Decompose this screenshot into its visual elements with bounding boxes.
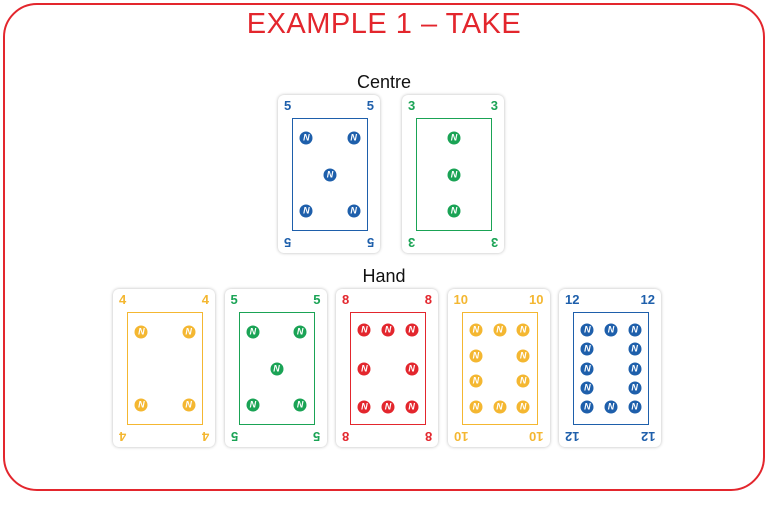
card-value-tr: 5 — [366, 98, 374, 113]
card-value-br: 8 — [424, 429, 432, 444]
card-value-tl: 4 — [119, 292, 127, 307]
card-value-tl: 5 — [284, 98, 292, 113]
pip-icon: N — [357, 400, 371, 414]
pip-icon: N — [516, 349, 530, 362]
card-value-tl: 12 — [565, 292, 580, 307]
pip-icon: N — [270, 362, 283, 375]
pip-icon: N — [628, 381, 642, 395]
centre-label: Centre — [356, 72, 412, 92]
card-value-tl: 3 — [408, 98, 416, 113]
hand-label: Hand — [362, 266, 406, 286]
pip-icon: N — [405, 362, 419, 375]
pip-icon: N — [516, 400, 530, 414]
pip-icon: N — [580, 342, 594, 356]
pip-icon: N — [604, 400, 618, 414]
pip-icon: N — [323, 168, 337, 181]
card-value-br: 10 — [529, 429, 544, 444]
card-value-tl: 5 — [230, 292, 238, 307]
pip-icon: N — [580, 381, 594, 395]
card-value-tr: 5 — [313, 292, 321, 307]
pip-icon: N — [293, 325, 307, 339]
example-frame — [3, 3, 765, 491]
card-value-bl: 5 — [284, 235, 292, 250]
card-value-tl: 10 — [453, 292, 468, 307]
card-inner-frame: N N N N N — [238, 312, 315, 425]
pip-icon: N — [357, 362, 371, 375]
pip-icon: N — [405, 400, 419, 414]
pip-icon: N — [347, 131, 361, 145]
card-inner-frame: N N N N N — [292, 118, 368, 231]
card-value-bl: 3 — [408, 235, 416, 250]
pip-icon: N — [447, 204, 461, 218]
card-value-tr: 12 — [640, 292, 655, 307]
card-value-br: 12 — [640, 429, 655, 444]
page-title: EXAMPLE 1 – TAKE — [246, 8, 522, 40]
pip-icon: N — [299, 131, 313, 145]
pip-icon: N — [357, 323, 371, 337]
pip-icon: N — [182, 325, 196, 339]
pip-icon: N — [447, 168, 461, 181]
pip-icon: N — [469, 374, 483, 388]
pip-icon: N — [347, 204, 361, 218]
card-value-bl: 8 — [342, 429, 350, 444]
pip-icon: N — [405, 323, 419, 337]
card-inner-frame: N N N N — [127, 312, 203, 425]
pip-icon: N — [628, 362, 642, 375]
card-value-tr: 10 — [529, 292, 544, 307]
pip-icon: N — [516, 374, 530, 388]
pip-icon: N — [604, 323, 618, 337]
pip-icon: N — [447, 131, 461, 145]
pip-icon: N — [628, 400, 642, 414]
pip-icon: N — [246, 398, 260, 412]
pip-icon: N — [469, 400, 483, 414]
pip-icon: N — [628, 323, 642, 337]
pip-icon: N — [493, 400, 506, 414]
card-value-tr: 3 — [490, 98, 498, 113]
pip-icon: N — [182, 398, 196, 412]
card-value-bl: 12 — [565, 429, 580, 444]
card-value-tl: 8 — [342, 292, 350, 307]
card-value-br: 5 — [313, 429, 321, 444]
card-value-bl: 4 — [119, 429, 127, 444]
pip-icon: N — [299, 204, 313, 218]
card-value-bl: 10 — [453, 429, 468, 444]
pip-icon: N — [134, 325, 148, 339]
pip-icon: N — [469, 323, 483, 337]
card-value-tr: 8 — [424, 292, 432, 307]
pip-icon: N — [580, 400, 594, 414]
pip-icon: N — [516, 323, 530, 337]
card-value-br: 5 — [366, 235, 374, 250]
card-value-bl: 5 — [230, 429, 238, 444]
card-value-tr: 4 — [201, 292, 209, 307]
pip-icon: N — [381, 323, 395, 337]
pip-icon: N — [469, 349, 483, 362]
pip-icon: N — [246, 325, 260, 339]
pip-icon: N — [381, 400, 395, 414]
pip-icon: N — [134, 398, 148, 412]
pip-icon: N — [493, 323, 506, 337]
pip-icon: N — [580, 323, 594, 337]
pip-icon: N — [580, 362, 594, 375]
pip-icon: N — [628, 342, 642, 356]
pip-icon: N — [293, 398, 307, 412]
card-inner-frame: N N N — [416, 118, 492, 231]
card-value-br: 3 — [490, 235, 498, 250]
card-value-br: 4 — [201, 429, 209, 444]
